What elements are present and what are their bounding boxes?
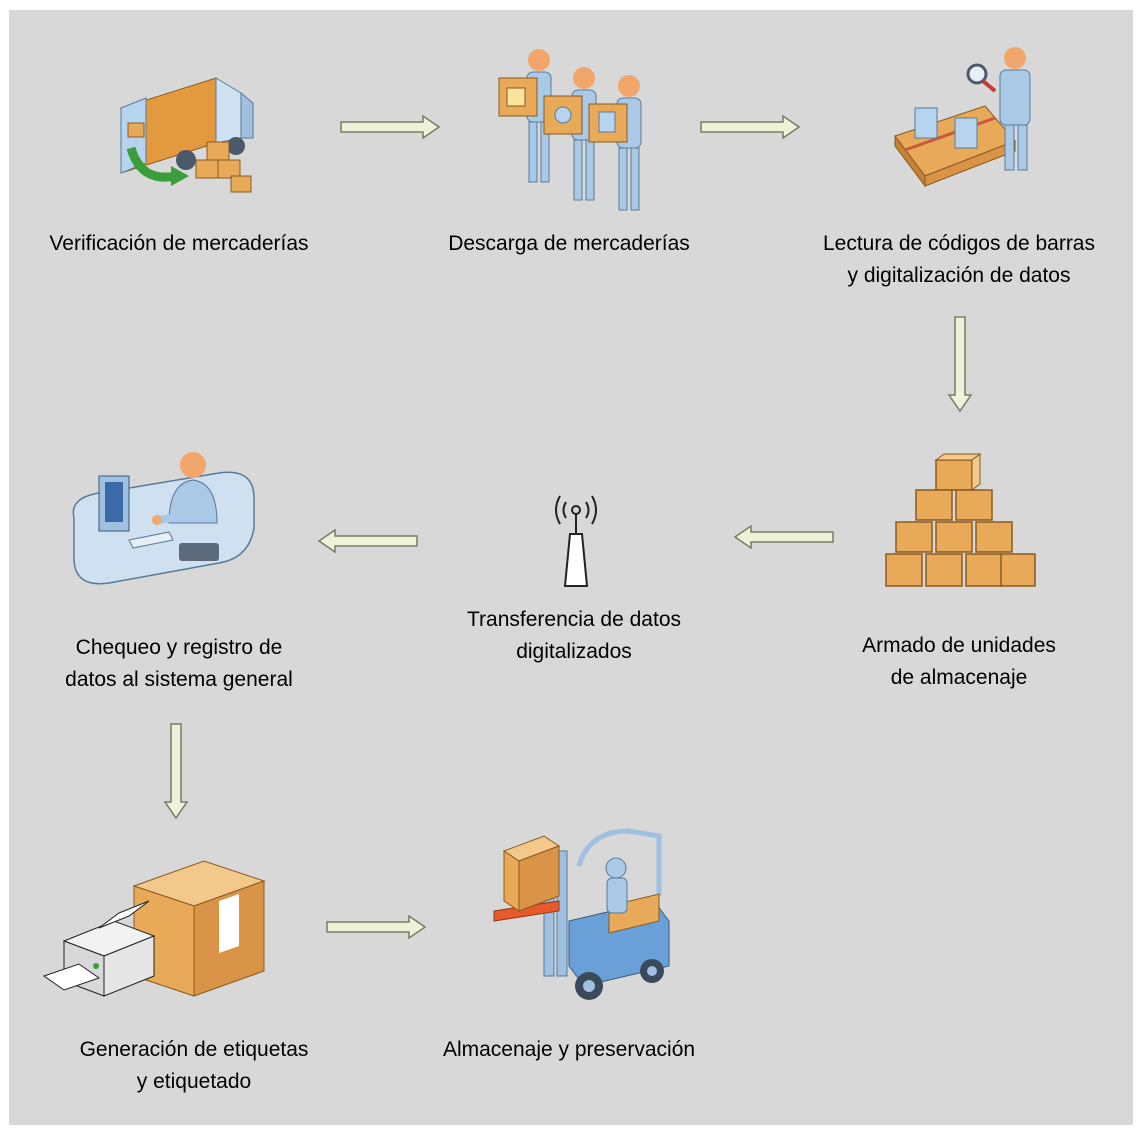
step-label-almacenaje: Almacenaje y preservación [442,1038,696,1061]
barcode-scanning-conveyor-icon [894,47,1031,188]
flow-arrow-down [947,316,973,413]
step-label-armado: Armado de unidades de almacenaje [862,634,1056,689]
wireless-antenna-icon [555,495,597,587]
step-label-chequeo: Chequeo y registro de datos al sistema g… [65,636,293,691]
process-diagram: Verificación de mercaderías [9,10,1133,1125]
flow-arrow-right [700,114,801,140]
step-label-lectura: Lectura de códigos de barras y digitaliz… [822,232,1095,287]
flow-arrow-down [163,723,189,820]
flow-arrow-right [326,914,427,940]
computer-workstation-icon [72,452,255,585]
label-printer-box-icon [42,860,266,997]
forklift-icon [493,828,670,1000]
delivery-truck-icon [120,77,254,193]
flow-arrow-right [340,114,441,140]
workers-carrying-boxes-icon [498,49,642,211]
step-label-generacion: Generación de etiquetas y etiquetado [79,1038,309,1093]
flow-arrow-left [317,528,418,554]
step-label-verificacion: Verificación de mercaderías [49,232,309,255]
step-label-descarga: Descarga de mercaderías [448,232,690,255]
flow-arrow-left [733,524,834,550]
step-label-transferencia: Transferencia de datos digitalizados [466,608,681,663]
stacked-boxes-icon [885,453,1036,587]
